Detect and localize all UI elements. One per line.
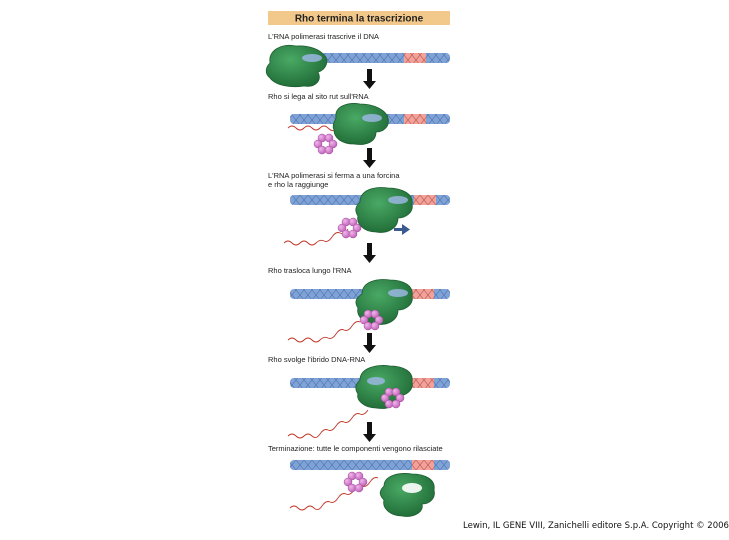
rna-polymerase: [332, 103, 389, 145]
down-arrow-icon: [363, 243, 376, 263]
dna-helix: [290, 53, 450, 63]
rna-transcript: [287, 321, 361, 343]
step-1-caption: L'RNA polimerasi trascrive il DNA: [268, 32, 379, 41]
step-2-caption: Rho si lega al sito rut sull'RNA: [268, 92, 369, 101]
down-arrow-icon: [363, 333, 376, 353]
rho-hexamer: [343, 471, 368, 493]
step-1-illustration: [265, 44, 450, 88]
dna-helix: [290, 460, 450, 470]
copyright-credit: Lewin, IL GENE VIII, Zanichelli editore …: [463, 521, 729, 531]
rho-hexamer: [359, 309, 384, 331]
step-6-illustration: [289, 460, 450, 517]
step-3-illustration: [283, 187, 450, 246]
rna-polymerase: [379, 473, 435, 517]
rho-hexamer: [313, 133, 338, 155]
rna-transcript: [287, 409, 369, 439]
step-5-caption: Rho svolge l'ibrido DNA-RNA: [268, 355, 365, 364]
step-6-caption: Terminazione: tutte le componenti vengon…: [268, 444, 443, 453]
header-bar: [268, 11, 450, 25]
step-4-illustration: [287, 279, 450, 343]
rna-polymerase: [265, 44, 328, 88]
down-arrow-icon: [363, 148, 376, 168]
diagram-title: Rho termina la trascrizione: [295, 14, 424, 25]
rho-hexamer: [337, 217, 362, 239]
step-2-illustration: [287, 103, 450, 155]
rho-hexamer: [380, 387, 405, 409]
down-arrow-icon: [363, 69, 376, 89]
step-5-illustration: [287, 365, 450, 439]
down-arrow-icon: [363, 422, 376, 442]
step-4-caption: Rho trasloca lungo l'RNA: [268, 266, 352, 275]
motion-arrow-icon: [394, 224, 410, 235]
rna-transcript: [283, 228, 349, 246]
